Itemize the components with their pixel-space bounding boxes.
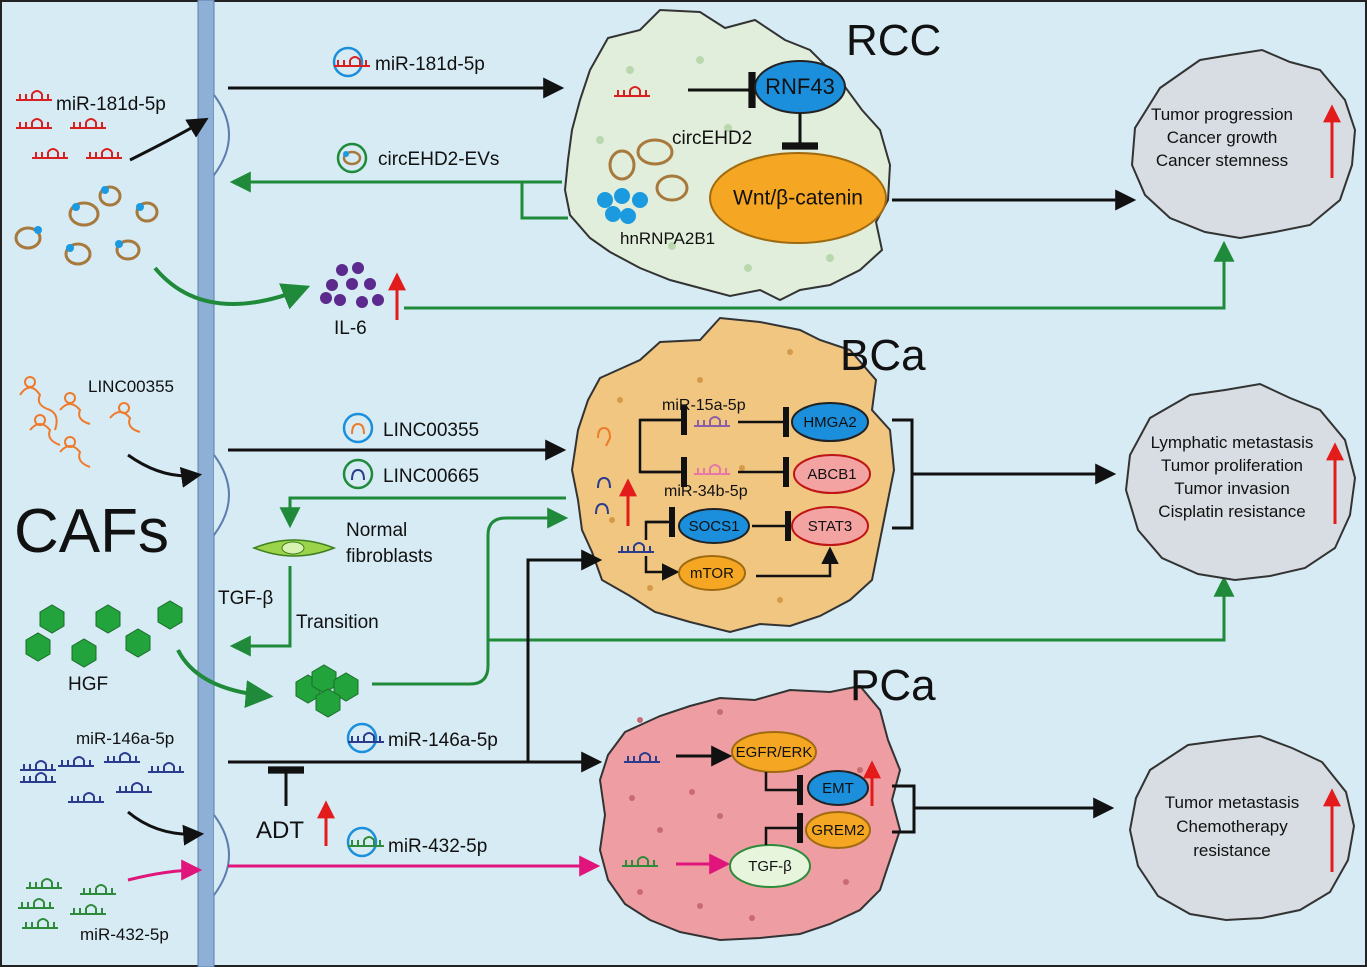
pca-cell: [598, 684, 902, 942]
cafs-label: CAFs: [14, 497, 169, 566]
membrane: [197, 0, 230, 967]
svg-text:Tumor proliferation: Tumor proliferation: [1161, 456, 1303, 475]
rcc-circehd2: [608, 138, 689, 202]
mtor-node: [678, 555, 746, 591]
tgfb-inhibits-grem2: [764, 813, 803, 845]
mir15a-label: miR-15a-5p: [662, 397, 746, 414]
hgf-cluster: [25, 600, 183, 668]
circehd2-secretion-bracket: [520, 182, 568, 220]
il6-to-rcc-outcome: [404, 240, 1235, 310]
circehd2-vesicles: [14, 185, 159, 266]
mir146-to-bca-arrow: [526, 549, 603, 762]
svg-text:Tumor invasion: Tumor invasion: [1174, 479, 1290, 498]
hgf-to-bca-arrow: [372, 507, 569, 686]
hgf-secretion-arrow: [176, 649, 274, 709]
rcc-outcome-cell: [1130, 48, 1357, 240]
mir146-left-label: miR-146a-5p: [76, 729, 174, 748]
normal-fibroblasts-label-2: fibroblasts: [346, 546, 433, 567]
abcb1-node: [793, 454, 871, 494]
linc00355-cluster: [19, 376, 141, 468]
circehd2-label: circEHD2: [672, 128, 752, 149]
il6-label: IL-6: [334, 318, 367, 339]
mtor-label: mTOR: [690, 565, 734, 582]
egfr-node: [731, 731, 817, 773]
il6-cluster: [320, 262, 384, 308]
hgf-to-bca-outcome: [488, 575, 1235, 642]
stat3-node: [791, 506, 869, 546]
rnf43-label: RNF43: [765, 74, 835, 99]
vesicle-dots: [34, 186, 144, 252]
linc00665-arrow-label: LINC00665: [383, 466, 479, 487]
svg-text:Tumor metastasis: Tumor metastasis: [1165, 793, 1299, 812]
linc00665-intracell: [595, 476, 611, 515]
transition-label: Transition: [296, 612, 379, 633]
mir432-uptake-arrow: [127, 859, 203, 882]
abcb1-label: ABCB1: [807, 466, 856, 483]
mir181-left-label: miR-181d-5p: [56, 94, 166, 115]
wnt-node: [709, 152, 887, 244]
egfr-label: EGFR/ERK: [736, 744, 813, 761]
mir181-uptake-arrow: [129, 117, 209, 162]
svg-text:Cancer growth: Cancer growth: [1167, 128, 1278, 147]
egfr-inhibits-emt: [764, 772, 803, 805]
mir432-arrow-label: miR-432-5p: [388, 836, 487, 857]
linc00355-uptake-arrow: [127, 453, 203, 488]
mir34b-label: miR-34b-5p: [664, 483, 748, 500]
pca-outcomes: Tumor metastasis Chemotherapy resistance: [1165, 793, 1299, 860]
bca-targets-bracket: [892, 418, 1112, 530]
stat3-label: STAT3: [808, 518, 852, 535]
grem2-label: GREM2: [811, 822, 864, 839]
tgfb-pca-node: [729, 844, 811, 888]
linc00665-arrow: [279, 496, 566, 529]
hmga2-label: HMGA2: [803, 414, 856, 431]
mir432-left-label: miR-432-5p: [80, 925, 169, 944]
bca-cell: [570, 316, 896, 634]
bca-title: BCa: [840, 331, 926, 380]
il6-secretion-arrow: [153, 266, 311, 310]
mir146-uptake-arrow: [127, 810, 205, 846]
circehd2-evs-label: circEHD2-EVs: [378, 149, 499, 170]
mtor-to-stat3-arrow: [756, 546, 839, 578]
svg-text:Cancer stemness: Cancer stemness: [1156, 151, 1288, 170]
hnrnpa2b1-dots: [597, 188, 648, 224]
pca-targets-bracket: [892, 784, 1110, 834]
svg-text:Tumor progression: Tumor progression: [1151, 105, 1293, 124]
grem2-node: [805, 811, 871, 849]
linc00355-arrow-label: LINC00355: [383, 420, 479, 441]
adt-label: ADT: [256, 817, 304, 844]
wnt-label: Wnt/β-catenin: [733, 187, 863, 210]
tgfb-left-label: TGF-β: [218, 588, 273, 609]
pca-title: PCa: [850, 661, 936, 710]
rcc-outcomes: Tumor progression Cancer growth Cancer s…: [1151, 105, 1293, 170]
tgfb-pca-label: TGF-β: [748, 858, 792, 875]
hgf-secreted: [295, 664, 359, 718]
hgf-label: HGF: [68, 674, 108, 695]
socs1-label: SOCS1: [689, 518, 740, 535]
rnf43-node: [754, 60, 846, 114]
emt-label: EMT: [822, 780, 854, 797]
svg-text:Chemotherapy: Chemotherapy: [1176, 817, 1288, 836]
svg-text:resistance: resistance: [1193, 841, 1270, 860]
transition-arrow: [229, 566, 292, 657]
svg-text:Cisplatin resistance: Cisplatin resistance: [1158, 502, 1305, 521]
bca-outcome-cell: [1124, 382, 1357, 582]
hnrnpa2b1-label: hnRNPA2B1: [620, 229, 715, 248]
mir-to-mtor-arrow: [644, 556, 680, 581]
emt-node: [807, 770, 869, 806]
hmga2-node: [791, 402, 869, 442]
svg-text:Lymphatic metastasis: Lymphatic metastasis: [1151, 433, 1314, 452]
rcc-title: RCC: [846, 16, 941, 65]
socs1-node: [678, 508, 750, 544]
linc00355-intracell: [597, 426, 612, 447]
normal-fibroblasts-label-1: Normal: [346, 520, 407, 541]
mir146-arrow-label: miR-146a-5p: [388, 730, 498, 751]
mir181-arrow-label: miR-181d-5p: [375, 54, 485, 75]
linc00355-left-label: LINC00355: [88, 377, 174, 396]
bca-outcomes: Lymphatic metastasis Tumor proliferation…: [1151, 433, 1314, 521]
pca-outcome-cell: [1128, 734, 1356, 922]
